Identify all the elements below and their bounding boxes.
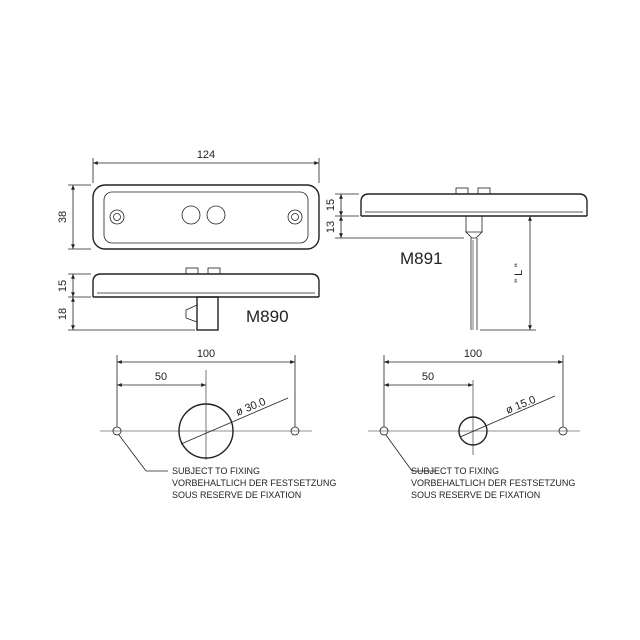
mounting-stud: [196, 296, 219, 331]
hole-offset-left-label: 50: [155, 371, 167, 383]
fixing-hole-left-2: [290, 426, 300, 436]
dimension-width: 124: [92, 149, 320, 183]
note-right-line-1: SUBJECT TO FIXING: [411, 466, 499, 476]
dimension-13-label: 13: [325, 221, 337, 233]
diameter-right-label: ø 15.0: [504, 394, 537, 417]
top-view-lamp: [92, 184, 320, 250]
dimension-side-left: 15 18: [57, 273, 195, 331]
fixing-hole-left-1: [112, 426, 122, 436]
dimension-width-label: 124: [197, 149, 215, 161]
fixing-hole-right-2: [558, 426, 568, 436]
side-view-m891: [360, 187, 588, 330]
note-left-line-1: SUBJECT TO FIXING: [172, 466, 260, 476]
dimension-height: 38: [57, 184, 91, 250]
dimension-18-label: 18: [57, 308, 69, 320]
led-right-icon: [206, 205, 226, 225]
dimension-length-label: " L ": [513, 263, 525, 283]
dimension-15-right-label: 15: [325, 199, 337, 211]
hole-pattern-right: 100 50 ø 15.0 SUBJECT TO FIXING VORBEHAL…: [368, 348, 580, 500]
note-right-line-3: SOUS RESERVE DE FIXATION: [411, 490, 540, 500]
model-label-m890: M890: [246, 307, 289, 326]
note-right-line-2: VORBEHALTLICH DER FESTSETZUNG: [411, 478, 575, 488]
side-view-m890: [92, 267, 320, 331]
model-label-m891: M891: [400, 249, 443, 268]
dimension-15-left-label: 15: [57, 280, 69, 292]
hole-pattern-left: 100 50 ø 30.0 SUBJECT TO FIXING VORBEHAL…: [100, 348, 336, 500]
diameter-left-label: ø 30.0: [234, 396, 267, 419]
hole-spacing-left-label: 100: [197, 348, 215, 360]
note-left-line-3: SOUS RESERVE DE FIXATION: [172, 490, 301, 500]
dimension-side-right: 15 13: [325, 193, 464, 239]
led-left-icon: [181, 205, 201, 225]
hole-spacing-right-label: 100: [464, 348, 482, 360]
note-left-line-2: VORBEHALTLICH DER FESTSETZUNG: [172, 478, 336, 488]
hole-offset-right-label: 50: [422, 371, 434, 383]
dimension-height-label: 38: [57, 211, 69, 223]
dimension-length: " L ": [480, 215, 536, 331]
cable-hole-left: [178, 403, 234, 459]
cable-hole-right: [458, 416, 488, 446]
fixing-hole-right-1: [379, 426, 389, 436]
